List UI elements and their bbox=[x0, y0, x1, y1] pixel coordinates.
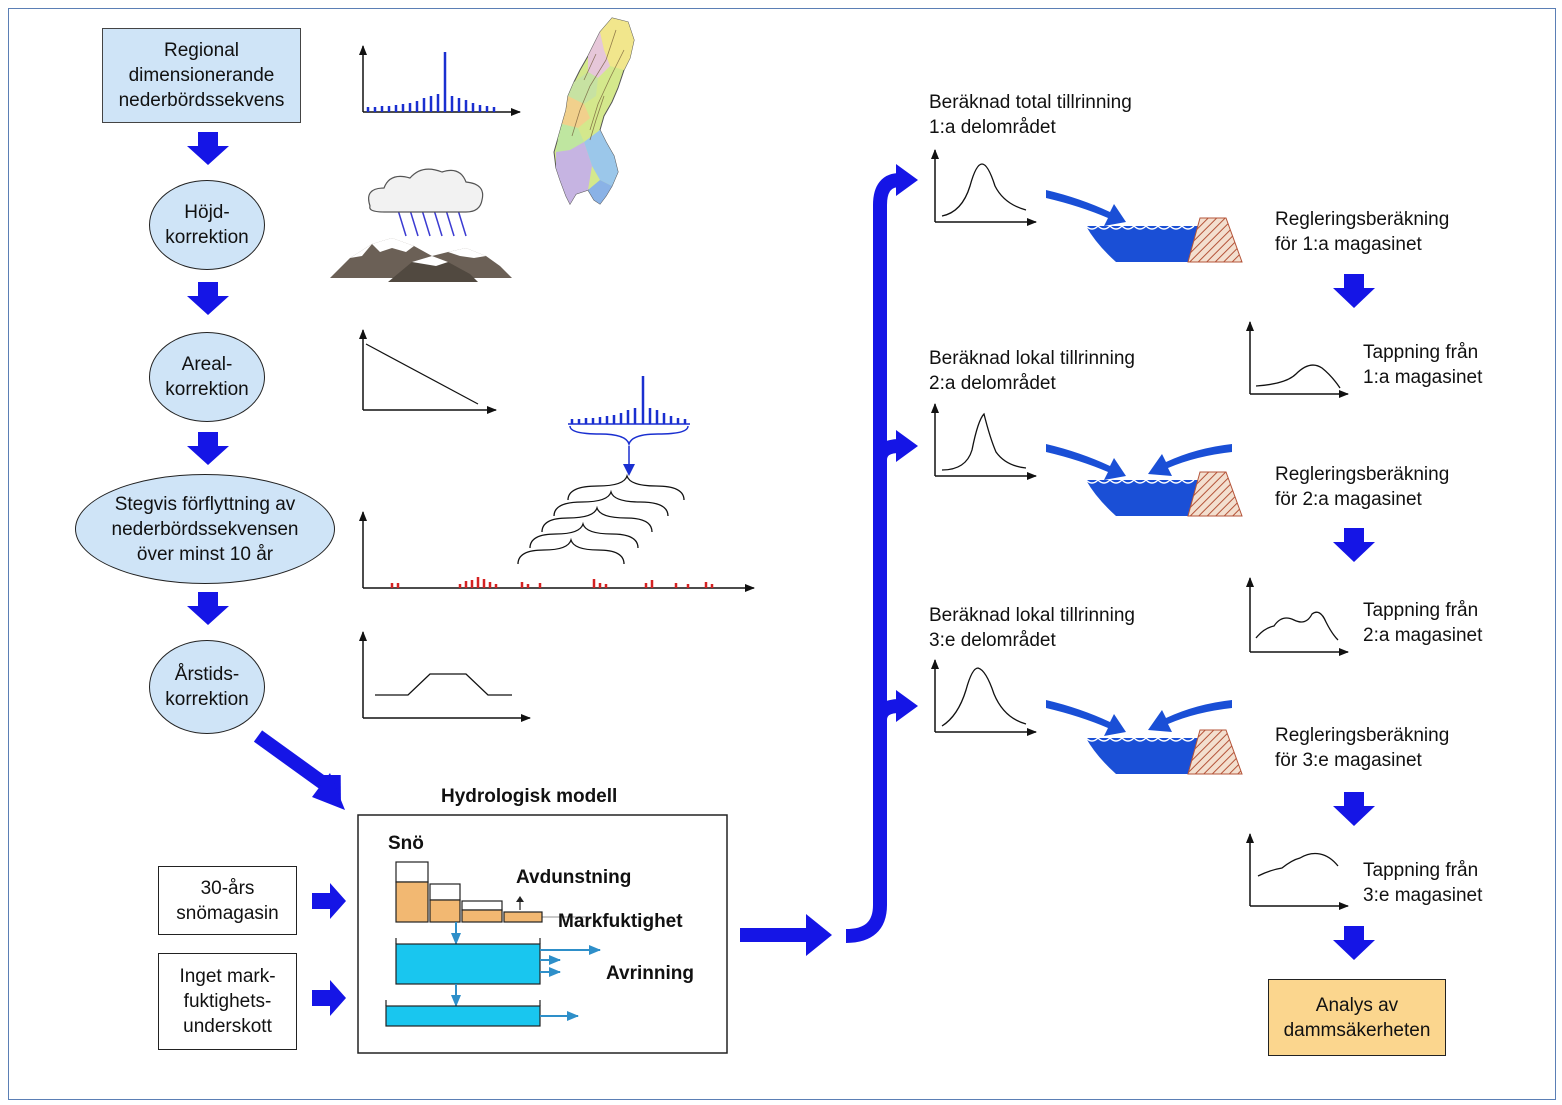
model-output-arrow bbox=[740, 914, 832, 956]
input-label: 30-års bbox=[200, 877, 255, 899]
model-title: Hydrologisk modell bbox=[441, 786, 618, 807]
hydrograph-icon bbox=[931, 403, 1037, 480]
node-label: nederbördssekvensen bbox=[111, 518, 299, 540]
start-box: Regional dimensionerande nederbördssekve… bbox=[102, 28, 301, 123]
regulation-line: Regleringsberäkning bbox=[1275, 209, 1450, 230]
input-arrow bbox=[312, 883, 346, 1016]
box-label: Analys av bbox=[1315, 994, 1399, 1016]
inflow-line: Beräknad lokal tillrinning bbox=[929, 348, 1135, 369]
regulation-line: för 3:e magasinet bbox=[1275, 750, 1422, 771]
input-label: fuktighets- bbox=[183, 991, 272, 1012]
regulation-line: för 1:a magasinet bbox=[1275, 234, 1422, 255]
snow-storage-input: 30-års snömagasin bbox=[158, 866, 297, 935]
inflow-label-2: Beräknad lokal tillrinning 2:a delområde… bbox=[929, 346, 1135, 396]
node-label: Höjd- bbox=[184, 202, 230, 223]
area-correction-node: Areal- korrektion bbox=[149, 332, 265, 422]
evaporation-label: Avdunstning bbox=[516, 867, 632, 888]
node-label: Årstids- bbox=[174, 664, 240, 685]
regulation-line: Regleringsberäkning bbox=[1275, 464, 1450, 485]
box-label: Regional bbox=[163, 40, 239, 61]
release-graph-icon bbox=[1246, 833, 1349, 910]
regulation-label-1: Regleringsberäkning för 1:a magasinet bbox=[1275, 207, 1449, 257]
snow-label: Snö bbox=[388, 833, 424, 854]
down-arrow bbox=[1333, 274, 1375, 960]
release-label-1: Tappning från 1:a magasinet bbox=[1363, 340, 1482, 390]
release-line: Tappning från bbox=[1363, 860, 1479, 881]
histogram-icon bbox=[359, 45, 521, 116]
inflow-label-3: Beräknad lokal tillrinning 3:e delområde… bbox=[929, 603, 1135, 653]
release-label-2: Tappning från 2:a magasinet bbox=[1363, 598, 1482, 648]
input-label: Inget mark- bbox=[179, 966, 276, 987]
release-line: 3:e magasinet bbox=[1363, 885, 1483, 906]
regulation-line: Regleringsberäkning bbox=[1275, 725, 1450, 746]
inflow-line: Beräknad total tillrinning bbox=[929, 92, 1132, 113]
season-graph-icon bbox=[359, 631, 531, 722]
regulation-line: för 2:a magasinet bbox=[1275, 489, 1422, 510]
input-label: underskott bbox=[183, 1016, 272, 1037]
node-label: korrektion bbox=[165, 227, 249, 248]
node-label: korrektion bbox=[165, 379, 249, 400]
release-line: 2:a magasinet bbox=[1363, 625, 1483, 646]
season-correction-node: Årstids- korrektion bbox=[149, 640, 265, 734]
inflow-line: Beräknad lokal tillrinning bbox=[929, 605, 1135, 626]
box-label: nederbördssekvens bbox=[118, 90, 285, 111]
dam-safety-analysis-box: Analys av dammsäkerheten bbox=[1268, 979, 1446, 1056]
reservoir-dam-icon bbox=[1046, 444, 1243, 517]
node-label: Areal- bbox=[181, 354, 233, 375]
node-label: korrektion bbox=[165, 689, 249, 710]
inflow-label-1: Beräknad total tillrinning 1:a delområde… bbox=[929, 90, 1132, 140]
soil-moisture-label: Markfuktighet bbox=[558, 911, 683, 932]
shift-sequence-icon bbox=[359, 376, 755, 592]
release-line: Tappning från bbox=[1363, 600, 1479, 621]
hydrograph-icon bbox=[931, 149, 1037, 226]
inflow-line: 3:e delområdet bbox=[929, 630, 1056, 651]
release-graph-icon bbox=[1246, 577, 1349, 656]
decline-graph-icon bbox=[359, 329, 497, 414]
node-label: Stegvis förflyttning av bbox=[114, 493, 296, 515]
sweden-map-icon bbox=[553, 17, 635, 206]
hydrograph-icon bbox=[931, 659, 1037, 736]
inflow-line: 1:a delområdet bbox=[929, 117, 1056, 138]
box-label: dammsäkerheten bbox=[1283, 1019, 1431, 1041]
height-correction-node: Höjd- korrektion bbox=[149, 180, 265, 270]
release-line: Tappning från bbox=[1363, 342, 1479, 363]
stepwise-shift-node: Stegvis förflyttning av nederbördssekven… bbox=[75, 474, 335, 584]
hydrological-model-icon bbox=[357, 814, 728, 1054]
box-label: dimensionerande bbox=[128, 65, 275, 86]
runoff-label: Avrinning bbox=[606, 963, 694, 984]
reservoir-dam-icon bbox=[1046, 700, 1243, 775]
down-arrow bbox=[187, 132, 229, 625]
release-line: 1:a magasinet bbox=[1363, 367, 1483, 388]
inflow-line: 2:a delområdet bbox=[929, 373, 1056, 394]
release-graph-icon bbox=[1246, 321, 1349, 398]
cloud-rain-mountain-icon bbox=[330, 168, 512, 282]
regulation-label-2: Regleringsberäkning för 2:a magasinet bbox=[1275, 462, 1449, 512]
diagonal-arrow bbox=[253, 730, 345, 810]
release-label-3: Tappning från 3:e magasinet bbox=[1363, 858, 1482, 908]
input-label: snömagasin bbox=[176, 902, 279, 924]
node-label: över minst 10 år bbox=[136, 543, 274, 565]
soil-moisture-input: Inget mark- fuktighets- underskott bbox=[158, 953, 297, 1050]
diagram-frame bbox=[8, 8, 1556, 1100]
reservoir-dam-icon bbox=[1046, 190, 1243, 263]
distribution-arrow bbox=[845, 164, 918, 943]
regulation-label-3: Regleringsberäkning för 3:e magasinet bbox=[1275, 723, 1449, 773]
